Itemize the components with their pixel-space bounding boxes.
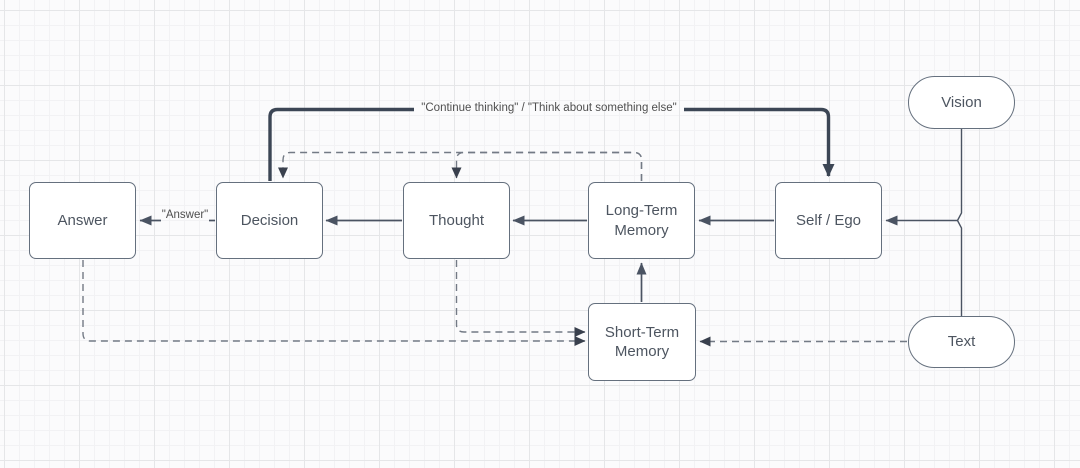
- edge-vision-to-text-line[interactable]: [956, 129, 963, 316]
- edge-ltm-to-decision-dashed[interactable]: [278, 151, 643, 182]
- edge-answer-to-stm-dashed[interactable]: [82, 260, 586, 346]
- node-vision[interactable]: Vision: [908, 76, 1015, 129]
- node-answer-label: Answer: [57, 211, 108, 229]
- edge-decision-to-selfego-loop-right[interactable]: [684, 107, 835, 177]
- node-short-term-memory-label: Short-Term Memory: [604, 323, 680, 361]
- node-answer[interactable]: Answer: [29, 182, 136, 259]
- node-thought-label: Thought: [428, 211, 485, 229]
- node-long-term-memory-label: Long-Term Memory: [605, 202, 678, 239]
- node-short-term-memory[interactable]: Short-Term Memory: [588, 303, 696, 381]
- edge-thought-to-stm-dashed[interactable]: [455, 260, 586, 337]
- node-self-ego-label: Self / Ego: [795, 211, 862, 229]
- edge-label-continue-thinking[interactable]: "Continue thinking" / "Think about somet…: [421, 102, 677, 114]
- node-vision-label: Vision: [941, 93, 982, 111]
- edge-decision-to-selfego-loop-left[interactable]: [268, 107, 414, 182]
- node-decision[interactable]: Decision: [216, 182, 323, 259]
- node-long-term-memory[interactable]: Long-Term Memory: [588, 182, 695, 259]
- edge-label-answer[interactable]: "Answer": [161, 209, 209, 221]
- node-text[interactable]: Text: [908, 316, 1015, 368]
- node-text-label: Text: [947, 333, 976, 351]
- edge-ltm-to-thought-dashed[interactable]: [451, 151, 643, 182]
- node-thought[interactable]: Thought: [403, 182, 510, 259]
- node-decision-label: Decision: [240, 211, 299, 229]
- node-self-ego[interactable]: Self / Ego: [775, 182, 882, 259]
